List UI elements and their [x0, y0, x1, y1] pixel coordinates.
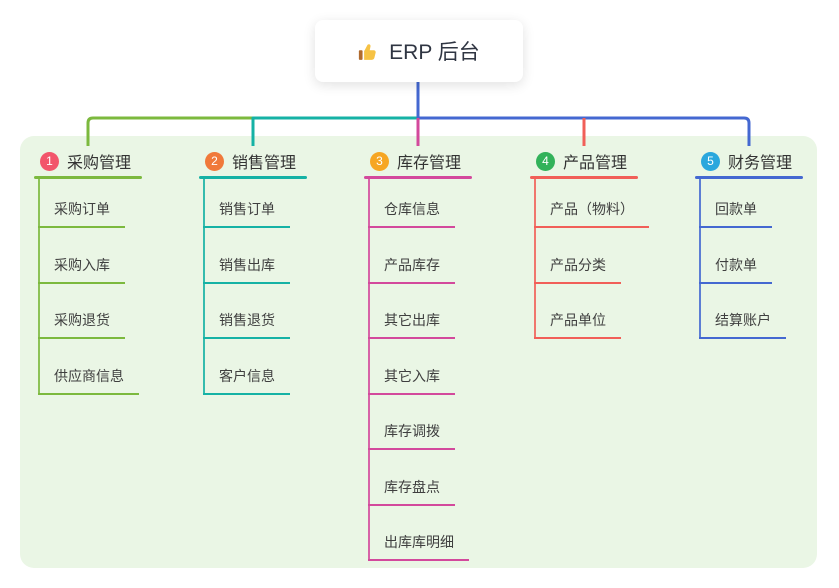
child-node-label: 库存盘点: [368, 477, 455, 506]
children-connector-line: [38, 179, 40, 395]
child-node-label: 出库库明细: [368, 532, 469, 561]
child-node-label: 供应商信息: [38, 366, 139, 395]
child-node[interactable]: 付款单: [699, 255, 772, 284]
branch-underline: [199, 176, 307, 179]
child-node[interactable]: 其它出库: [368, 310, 455, 339]
child-node[interactable]: 销售订单: [203, 199, 290, 228]
child-node[interactable]: 产品（物料）: [534, 199, 649, 228]
branch-underline: [364, 176, 472, 179]
child-node[interactable]: 销售出库: [203, 255, 290, 284]
branch-label: 产品管理: [563, 155, 628, 172]
branch-node-4[interactable]: 4 产品管理: [536, 150, 627, 172]
thumbs-up-icon: [359, 43, 376, 60]
child-node-label: 结算账户: [699, 310, 786, 339]
children-connector-line: [534, 179, 536, 339]
child-node[interactable]: 采购入库: [38, 255, 125, 284]
child-node-label: 销售订单: [203, 199, 290, 228]
branch-node-5[interactable]: 5 财务管理: [701, 150, 792, 172]
child-node-label: 客户信息: [203, 366, 290, 395]
child-node[interactable]: 库存盘点: [368, 477, 455, 506]
child-node[interactable]: 采购退货: [38, 310, 125, 339]
child-node-label: 产品分类: [534, 255, 621, 284]
child-node-label: 采购退货: [38, 310, 125, 339]
branch-number-badge: 3: [370, 151, 389, 171]
branch-number-badge: 5: [701, 151, 720, 171]
children-connector-line: [699, 179, 701, 339]
branch-number-badge: 1: [40, 151, 59, 171]
child-node[interactable]: 销售退货: [203, 310, 290, 339]
branch-underline: [530, 176, 638, 179]
child-node-label: 产品单位: [534, 310, 621, 339]
branch-label: 财务管理: [728, 155, 793, 172]
branch-node-1[interactable]: 1 采购管理: [40, 150, 131, 172]
child-node-label: 其它出库: [368, 310, 455, 339]
child-node[interactable]: 回款单: [699, 199, 772, 228]
branch-underline: [34, 176, 142, 179]
child-node-label: 销售退货: [203, 310, 290, 339]
child-node-label: 采购订单: [38, 199, 125, 228]
branch-label: 销售管理: [232, 155, 297, 172]
child-node[interactable]: 产品库存: [368, 255, 455, 284]
branch-label: 库存管理: [397, 155, 462, 172]
child-node-label: 回款单: [699, 199, 772, 228]
child-node[interactable]: 其它入库: [368, 366, 455, 395]
child-node[interactable]: 库存调拨: [368, 421, 455, 450]
branch-underline: [695, 176, 803, 179]
child-node-label: 销售出库: [203, 255, 290, 284]
child-node[interactable]: 结算账户: [699, 310, 786, 339]
child-node[interactable]: 产品分类: [534, 255, 621, 284]
child-node-label: 产品（物料）: [534, 199, 649, 228]
children-connector-line: [203, 179, 205, 395]
child-node-label: 其它入库: [368, 366, 455, 395]
child-node[interactable]: 客户信息: [203, 366, 290, 395]
branch-number-badge: 4: [536, 151, 555, 171]
child-node-label: 采购入库: [38, 255, 125, 284]
child-node[interactable]: 采购订单: [38, 199, 125, 228]
child-node[interactable]: 仓库信息: [368, 199, 455, 228]
root-node[interactable]: ERP 后台: [315, 20, 523, 82]
child-node-label: 库存调拨: [368, 421, 455, 450]
child-node[interactable]: 出库库明细: [368, 532, 469, 561]
child-node[interactable]: 产品单位: [534, 310, 621, 339]
branch-node-3[interactable]: 3 库存管理: [370, 150, 461, 172]
child-node[interactable]: 供应商信息: [38, 366, 139, 395]
child-node-label: 产品库存: [368, 255, 455, 284]
root-label: ERP 后台: [389, 41, 480, 64]
branch-label: 采购管理: [67, 155, 132, 172]
branch-node-2[interactable]: 2 销售管理: [205, 150, 296, 172]
branch-number-badge: 2: [205, 151, 224, 171]
children-connector-line: [368, 179, 370, 561]
child-node-label: 付款单: [699, 255, 772, 284]
branches-panel: [20, 136, 817, 568]
child-node-label: 仓库信息: [368, 199, 455, 228]
